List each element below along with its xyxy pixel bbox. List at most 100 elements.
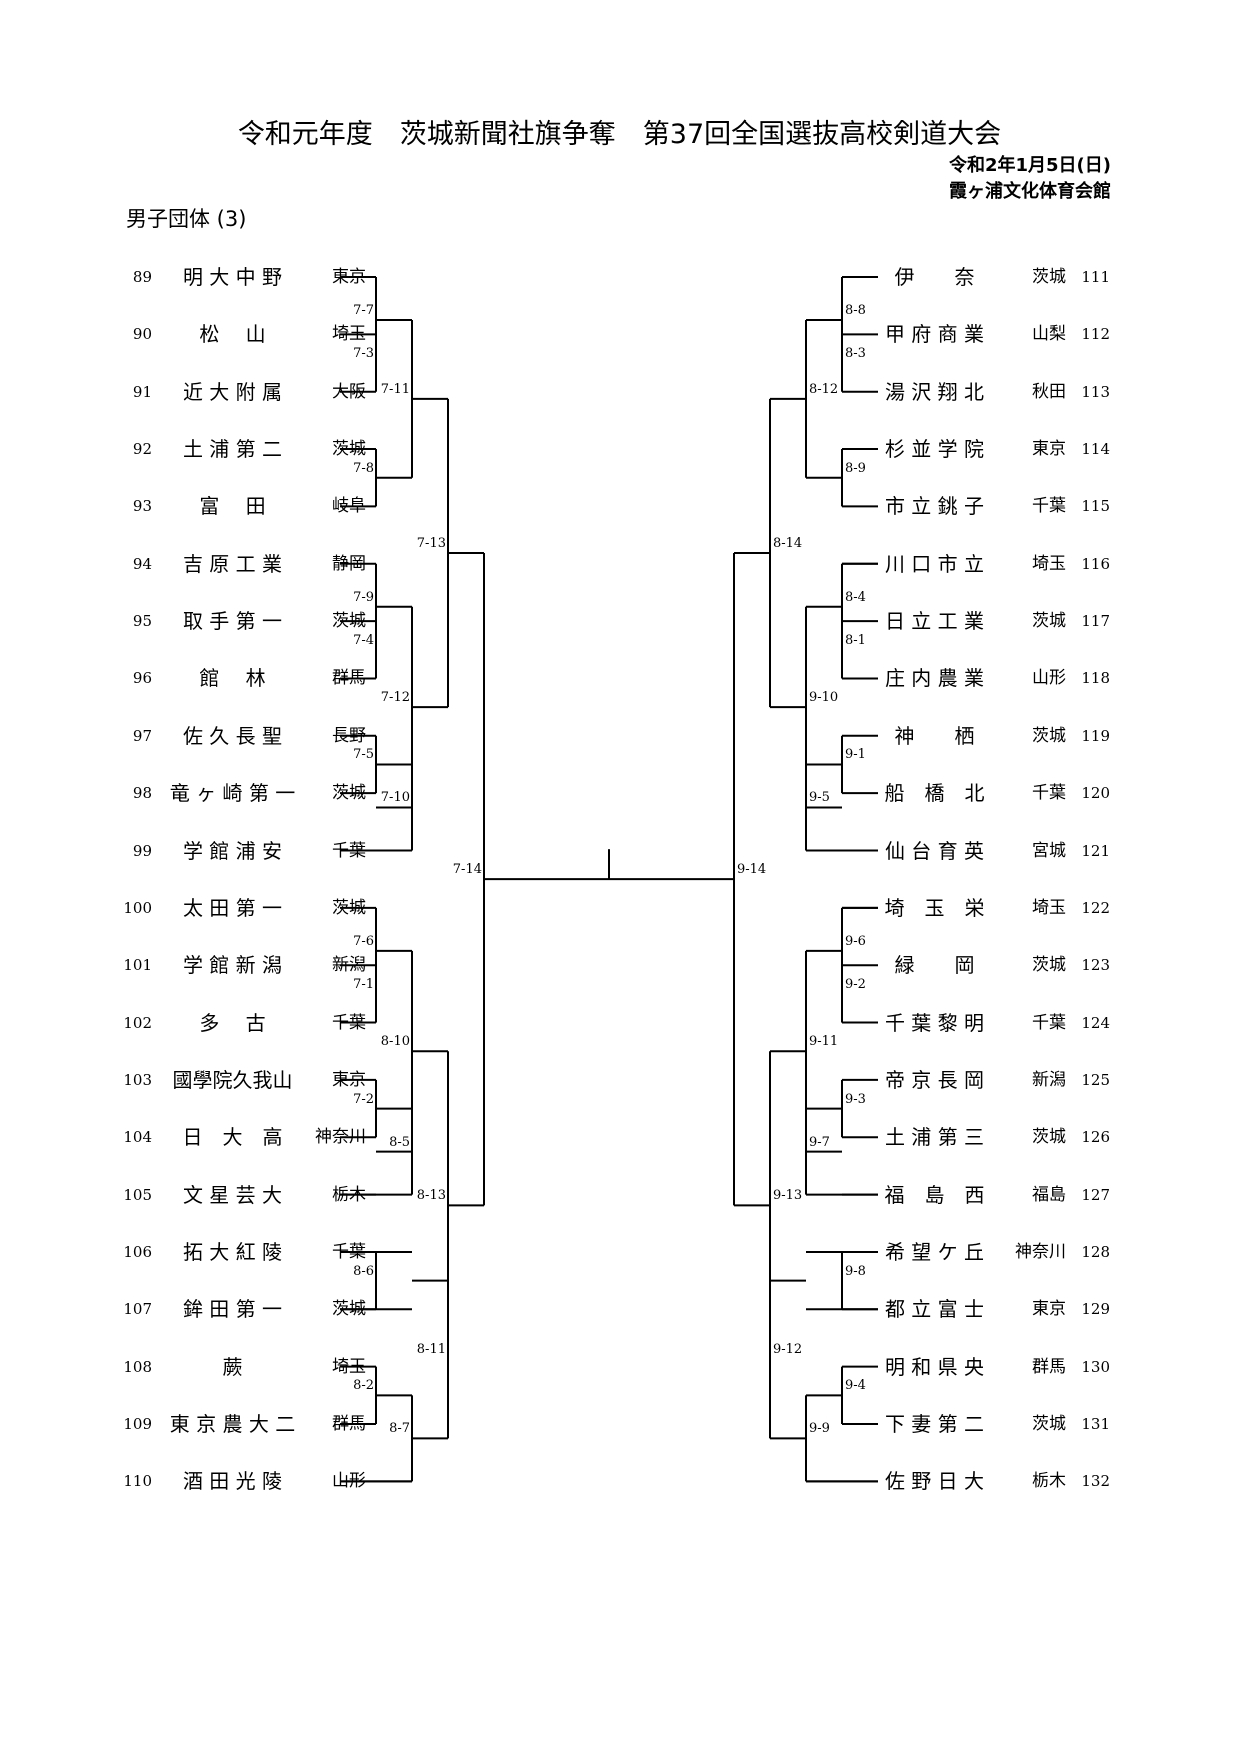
team-school: 富 田 (199, 494, 266, 519)
team-number: 91 (132, 382, 152, 401)
team-number: 132 (1081, 1472, 1110, 1491)
team-number: 113 (1081, 382, 1110, 401)
team-number: 103 (123, 1070, 152, 1089)
team-number: 106 (123, 1242, 152, 1261)
team-school: 佐 久 長 聖 (182, 723, 283, 748)
match-label: 7-14 (452, 862, 482, 878)
match-label: 8-6 (353, 1263, 374, 1279)
match-label: 7-3 (353, 346, 374, 362)
team-prefecture: 神奈川 (1015, 1241, 1066, 1262)
team-prefecture: 群馬 (332, 668, 366, 689)
match-label: 8-13 (416, 1188, 446, 1204)
team-number: 97 (132, 726, 152, 745)
team-number: 99 (132, 841, 152, 860)
team-prefecture: 東京 (1032, 1299, 1066, 1320)
team-school: 伊 奈 (894, 265, 975, 289)
team-number: 93 (132, 497, 152, 516)
team-school: 船 橋 北 (884, 781, 985, 806)
match-label: 8-9 (845, 460, 866, 476)
team-prefecture: 群馬 (332, 1414, 366, 1434)
team-school: 東 京 農 大 二 (169, 1412, 296, 1436)
team-school: 鉾 田 第 一 (182, 1297, 283, 1322)
team-number: 124 (1081, 1013, 1110, 1032)
team-number: 121 (1081, 841, 1110, 860)
team-number: 102 (123, 1013, 152, 1032)
team-school: 近 大 附 属 (182, 379, 283, 404)
match-label: 9-1 (845, 747, 866, 763)
team-school: 酒 田 光 陵 (182, 1469, 283, 1494)
team-school: 庄 内 農 業 (884, 666, 985, 691)
match-label: 9-7 (809, 1134, 830, 1150)
team-prefecture: 茨城 (332, 1299, 366, 1320)
match-label: 9-6 (845, 933, 866, 949)
team-school: 学 館 新 潟 (182, 953, 283, 978)
page-title: 令和元年度 茨城新聞社旗争奪 第37回全国選抜高校剣道大会 (237, 119, 1002, 150)
team-school: 拓 大 紅 陵 (182, 1239, 283, 1264)
team-school: 明 和 県 央 (884, 1354, 985, 1379)
team-number: 96 (132, 669, 152, 688)
team-prefecture: 茨城 (332, 611, 366, 632)
team-prefecture: 東京 (332, 267, 366, 287)
match-label: 9-11 (809, 1034, 839, 1050)
team-number: 120 (1081, 784, 1110, 803)
team-school: 千 葉 黎 明 (884, 1010, 985, 1035)
match-label: 8-5 (389, 1134, 410, 1150)
team-school: 学 館 浦 安 (182, 838, 283, 863)
match-label: 7-9 (353, 589, 374, 605)
team-prefecture: 茨城 (1032, 267, 1066, 287)
team-prefecture: 千葉 (332, 1012, 366, 1033)
team-number: 130 (1081, 1357, 1110, 1376)
match-label: 8-10 (380, 1034, 410, 1050)
team-school: 帝 京 長 岡 (884, 1067, 985, 1092)
team-prefecture: 新潟 (1032, 1069, 1066, 1090)
team-school: 日 立 工 業 (884, 609, 985, 634)
team-prefecture: 栃木 (332, 1184, 366, 1205)
team-number: 128 (1081, 1242, 1110, 1261)
team-prefecture: 神奈川 (315, 1127, 366, 1148)
match-label: 7-7 (353, 303, 374, 318)
team-school: 福 島 西 (884, 1182, 985, 1207)
match-label: 8-1 (845, 632, 866, 648)
team-prefecture: 山形 (332, 1471, 366, 1492)
team-school: 多 古 (199, 1010, 266, 1035)
team-prefecture: 千葉 (1032, 783, 1066, 804)
team-school: 杉 並 学 院 (884, 437, 985, 462)
team-prefecture: 茨城 (1032, 955, 1066, 976)
team-number: 115 (1081, 497, 1110, 516)
team-prefecture: 東京 (1032, 439, 1066, 460)
team-school: 取 手 第 一 (182, 609, 283, 634)
match-label: 7-13 (416, 535, 446, 551)
team-number: 107 (123, 1300, 152, 1319)
match-label: 8-4 (845, 589, 866, 605)
team-school: 館 林 (199, 666, 266, 691)
team-school: 市 立 銚 子 (884, 494, 985, 519)
match-label: 7-2 (353, 1091, 374, 1107)
team-school: 太 田 第 一 (182, 895, 283, 920)
team-number: 105 (123, 1185, 152, 1204)
team-school: 神 栖 (894, 723, 975, 748)
team-school: 佐 野 日 大 (884, 1469, 985, 1494)
team-prefecture: 埼玉 (332, 324, 366, 345)
team-school: 甲 府 商 業 (884, 322, 985, 347)
team-number: 98 (132, 784, 152, 803)
team-school: 川 口 市 立 (884, 551, 985, 576)
team-number: 90 (132, 325, 152, 344)
team-school: 國學院久我山 (172, 1067, 293, 1092)
team-prefecture: 栃木 (1032, 1471, 1066, 1492)
event-date: 令和2年1月5日(日) (948, 155, 1111, 176)
team-school: 希 望 ケ 丘 (884, 1239, 985, 1264)
team-prefecture: 長野 (332, 725, 366, 746)
team-number: 101 (123, 956, 152, 975)
team-number: 100 (123, 898, 152, 917)
team-number: 131 (1081, 1415, 1110, 1433)
team-prefecture: 岐阜 (332, 496, 366, 517)
team-number: 119 (1081, 726, 1110, 745)
team-prefecture: 茨城 (1032, 1414, 1066, 1434)
team-school: 湯 沢 翔 北 (884, 379, 985, 404)
match-label: 7-10 (380, 790, 410, 806)
team-number: 95 (132, 612, 152, 631)
match-label: 7-1 (353, 976, 374, 992)
team-prefecture: 千葉 (1032, 1012, 1066, 1033)
team-prefecture: 茨城 (332, 897, 366, 918)
